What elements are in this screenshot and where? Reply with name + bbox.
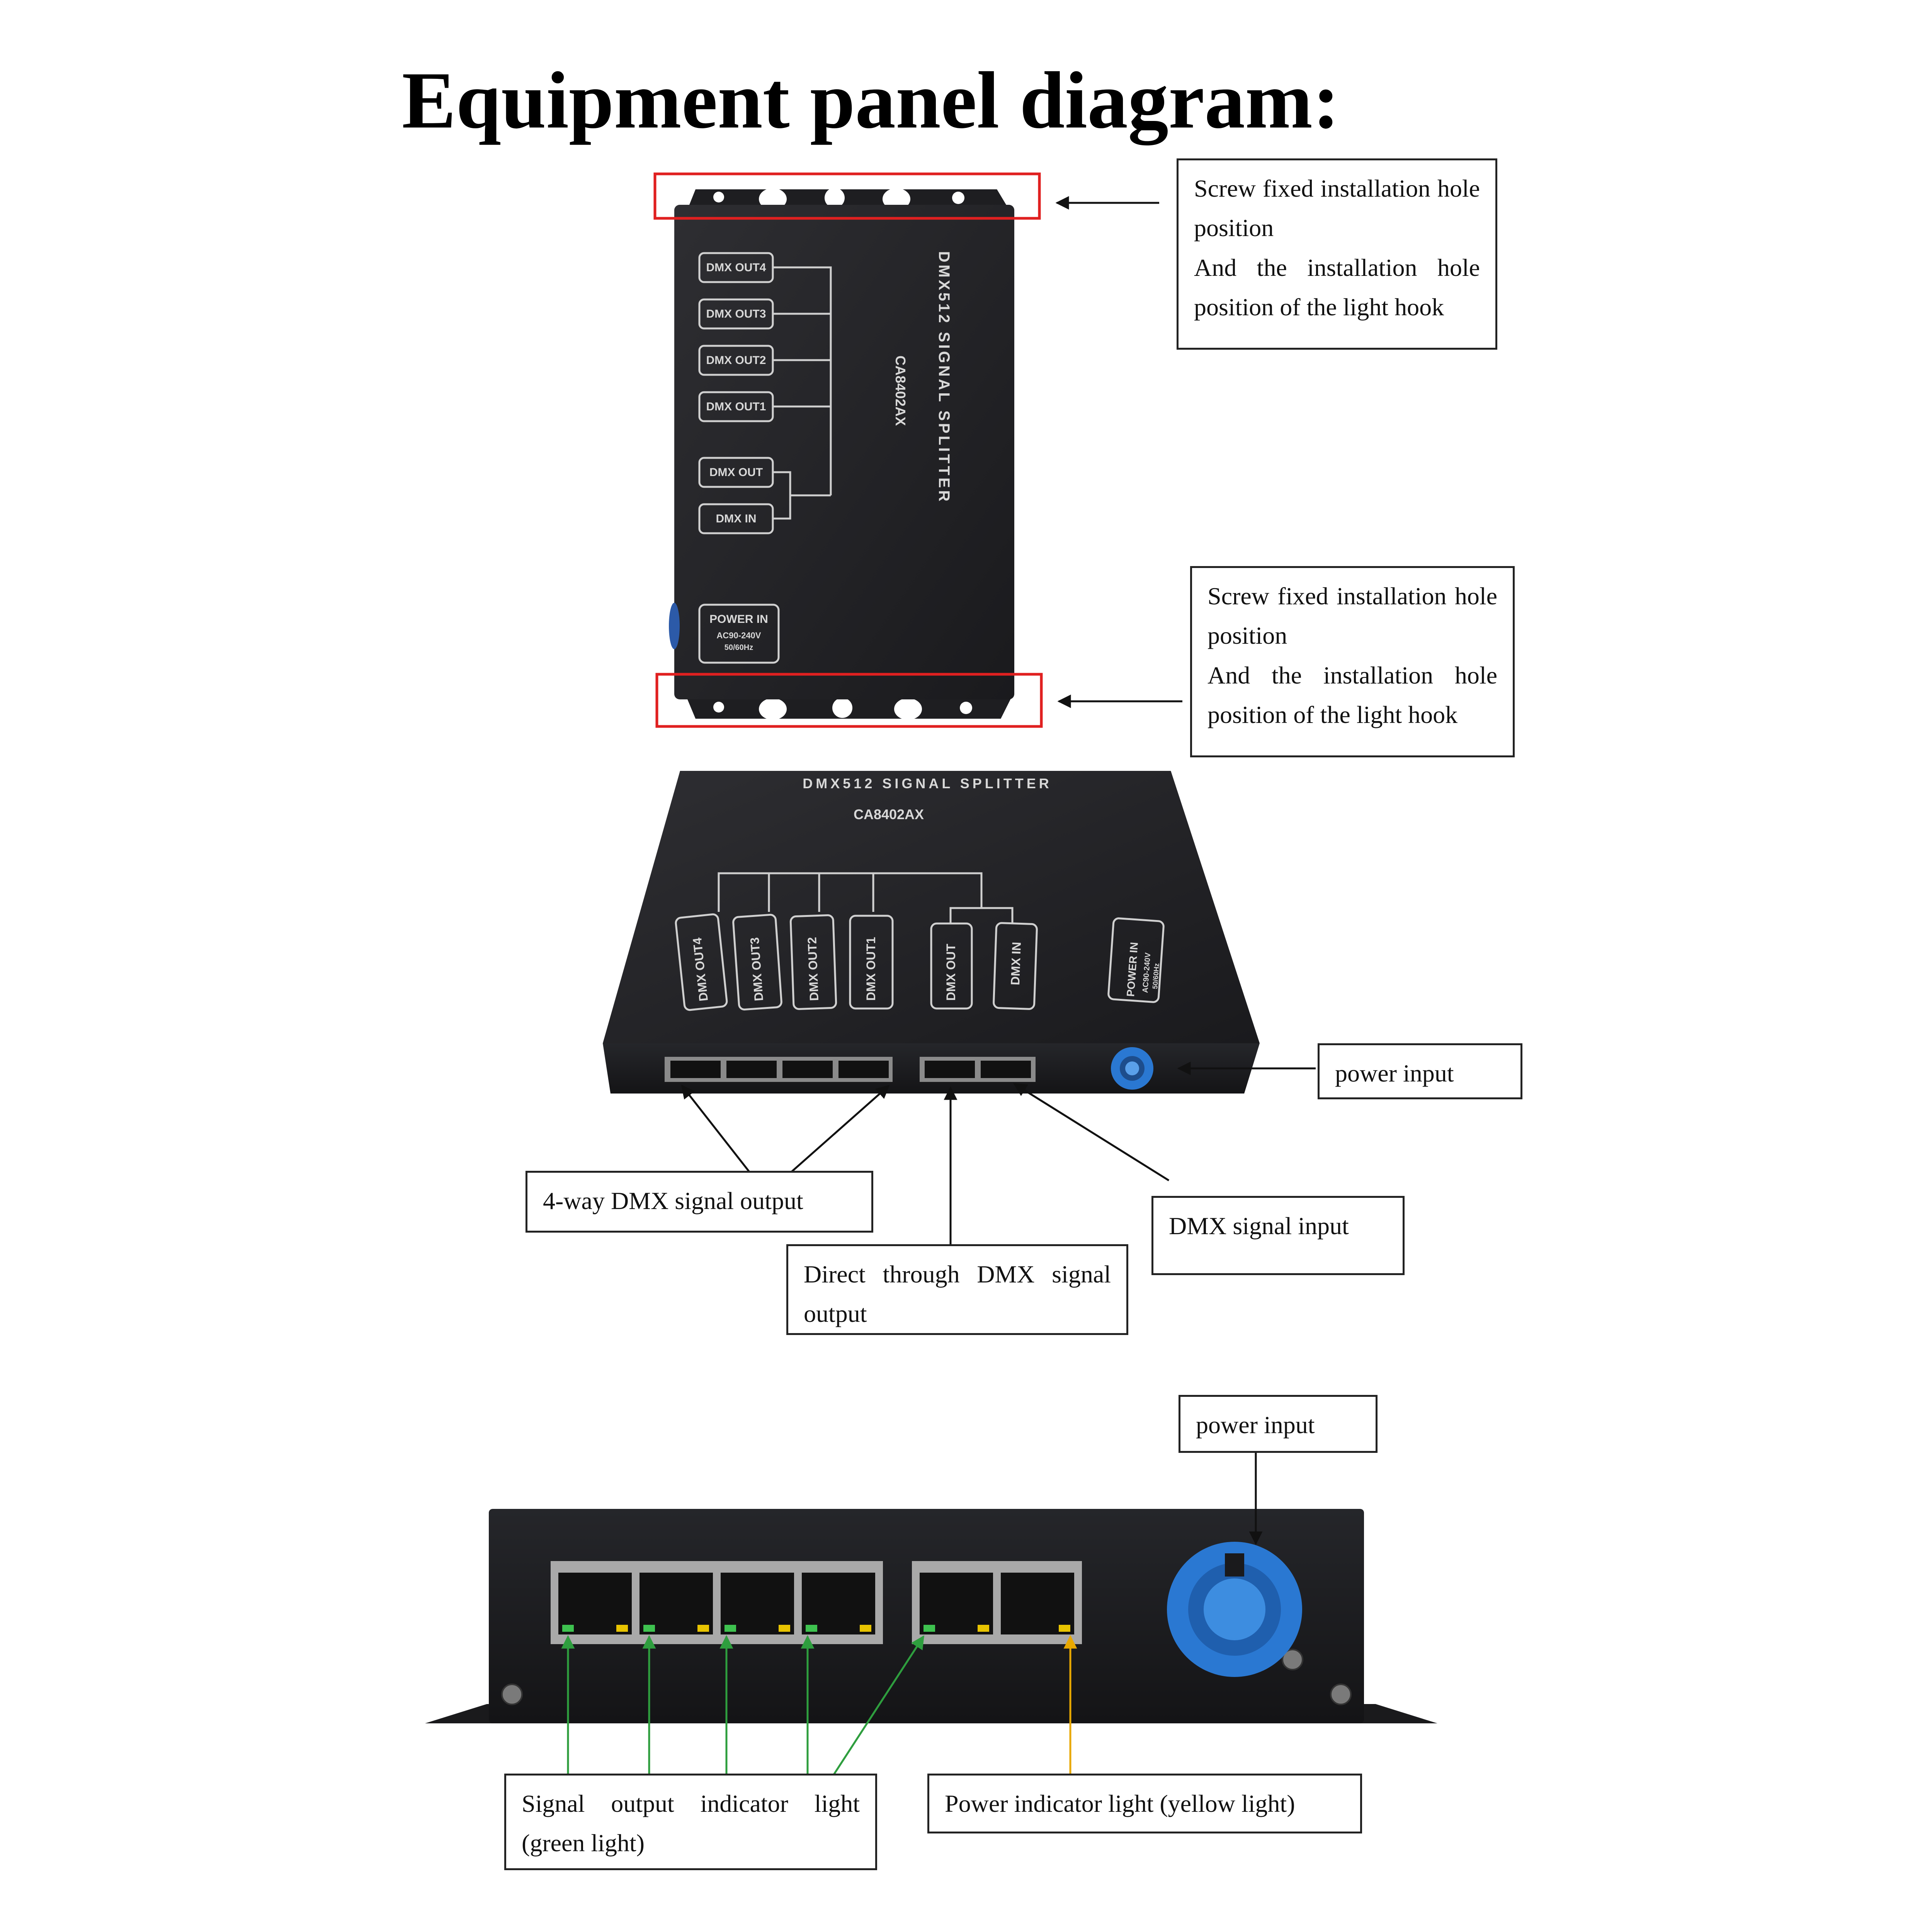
arrow-dmx-input [1013, 1083, 1170, 1182]
callout-mount-top: Screw fixed installation hole position A… [1177, 158, 1497, 350]
port-label-dmx-out2: DMX OUT2 [706, 354, 766, 367]
angled-power-connector [1111, 1047, 1153, 1090]
angled-device-model: CA8402AX [854, 806, 924, 822]
power-in-label: POWER IN [709, 613, 768, 626]
callout-mount-top-line2: And the installation hole position of th… [1194, 253, 1480, 321]
front-view-rj45-jacks [551, 1561, 1082, 1644]
callout-four-way-output-text: 4-way DMX signal output [543, 1187, 803, 1214]
power-rating-label: AC90-240V [717, 631, 761, 640]
callout-power-input-bottom-text: power input [1196, 1411, 1315, 1439]
front-view-power-connector [1167, 1542, 1302, 1677]
angled-top-face [603, 771, 1260, 1043]
callout-power-indicator-text: Power indicator light (yellow light) [945, 1790, 1295, 1817]
port-label-dmx-out4: DMX OUT4 [706, 261, 766, 274]
angled-port-label-dmx-out1: DMX OUT1 [864, 937, 878, 1001]
callout-dmx-input-text: DMX signal input [1169, 1212, 1349, 1240]
callout-four-way-output: 4-way DMX signal output [526, 1171, 873, 1233]
angled-view-wiring [718, 872, 1014, 923]
callout-mount-top-line1: Screw fixed installation hole position [1194, 175, 1480, 242]
top-view-port-labels: DMX OUT4 DMX OUT3 DMX OUT2 DMX OUT1 DMX … [706, 261, 768, 652]
angled-view-ports [675, 913, 1165, 1011]
callout-direct-through-text: Direct through DMX signal output [804, 1260, 1111, 1328]
callout-mount-bottom-line1: Screw fixed installation hole position [1208, 582, 1497, 650]
angled-port-label-dmx-in: DMX IN [1008, 942, 1024, 985]
device-front-view [425, 1509, 1437, 1723]
port-label-dmx-out: DMX OUT [709, 466, 763, 479]
callout-mount-bottom-line2: And the installation hole position of th… [1208, 661, 1497, 729]
bottom-mount-holes [713, 698, 972, 720]
callout-power-input-mid-text: power input [1335, 1060, 1454, 1087]
callout-signal-indicator: Signal output indicator light (green lig… [504, 1774, 877, 1870]
port-label-dmx-in: DMX IN [716, 512, 757, 525]
device-angled-view: DMX512 SIGNAL SPLITTER CA8402AX DMX OUT4 [603, 771, 1260, 1094]
angled-port-label-dmx-out2: DMX OUT2 [805, 937, 821, 1001]
callout-mount-bottom: Screw fixed installation hole position A… [1190, 566, 1515, 757]
green-indicator-arrows [561, 1635, 925, 1786]
angled-rj45-jacks [665, 1057, 1036, 1082]
callout-power-indicator: Power indicator light (yellow light) [927, 1774, 1362, 1833]
arrow-four-way-b [787, 1085, 890, 1175]
bottom-mount-highlight [655, 673, 1043, 728]
power-freq-label: 50/60Hz [724, 643, 753, 652]
port-label-dmx-out1: DMX OUT1 [706, 400, 766, 413]
callout-power-input-bottom: power input [1179, 1395, 1378, 1453]
front-view-green-leds [562, 1625, 935, 1632]
arrow-four-way-a [681, 1085, 752, 1175]
angled-power-freq-label: 50/60Hz [1151, 963, 1161, 989]
top-view-device-model: CA8402AX [893, 355, 908, 426]
callout-signal-indicator-text: Signal output indicator light (green lig… [522, 1790, 860, 1857]
top-mount-holes [713, 188, 964, 210]
port-label-dmx-out3: DMX OUT3 [706, 308, 766, 320]
front-view-yellow-leds [616, 1625, 1070, 1632]
angled-device-name: DMX512 SIGNAL SPLITTER [803, 776, 1052, 791]
top-view-wiring [773, 266, 832, 520]
callout-power-input-mid: power input [1318, 1043, 1522, 1099]
page-title: Equipment panel diagram: [402, 56, 1340, 145]
top-view-device-name: DMX512 SIGNAL SPLITTER [935, 251, 952, 504]
front-view-screws [501, 1649, 1352, 1705]
device-top-view: DMX OUT4 DMX OUT3 DMX OUT2 DMX OUT1 DMX … [653, 172, 1043, 728]
top-mount-highlight [653, 172, 1041, 220]
angled-port-label-dmx-out: DMX OUT [944, 944, 958, 1001]
callout-dmx-input: DMX signal input [1151, 1196, 1405, 1275]
callout-direct-through: Direct through DMX signal output [786, 1244, 1128, 1335]
